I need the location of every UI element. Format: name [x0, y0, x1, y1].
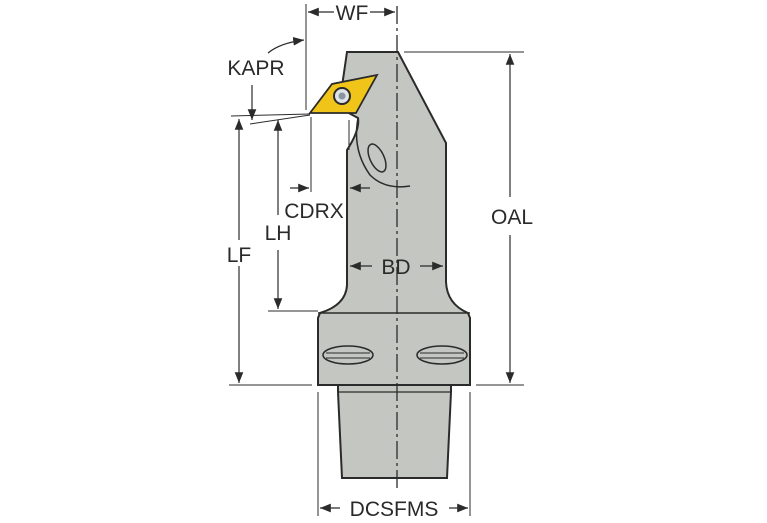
flange-slot-right: [416, 345, 468, 365]
dim-cdrx: CDRX: [284, 183, 370, 223]
dim-lf: LF: [227, 119, 312, 386]
label-lf: LF: [227, 244, 252, 267]
label-cdrx: CDRX: [284, 200, 344, 223]
label-dcsfms: DCSFMS: [350, 498, 439, 521]
dim-oal: OAL: [404, 51, 533, 386]
tool-shank: [337, 384, 452, 479]
dim-dcsfms: DCSFMS: [317, 392, 471, 521]
label-oal: OAL: [491, 206, 533, 229]
dim-bd: BD: [350, 256, 443, 279]
tool-body: [317, 6, 471, 492]
cutting-insert: [308, 73, 379, 114]
coolant-hole: [367, 143, 387, 173]
label-wf: WF: [336, 2, 369, 25]
label-bd: BD: [381, 256, 410, 279]
dim-wf: WF: [305, 2, 395, 110]
dim-lh: LH: [265, 120, 318, 312]
flange-slot-left: [322, 345, 374, 365]
dim-kapr: KAPR: [227, 37, 305, 120]
label-lh: LH: [265, 222, 292, 245]
label-kapr: KAPR: [227, 57, 284, 80]
